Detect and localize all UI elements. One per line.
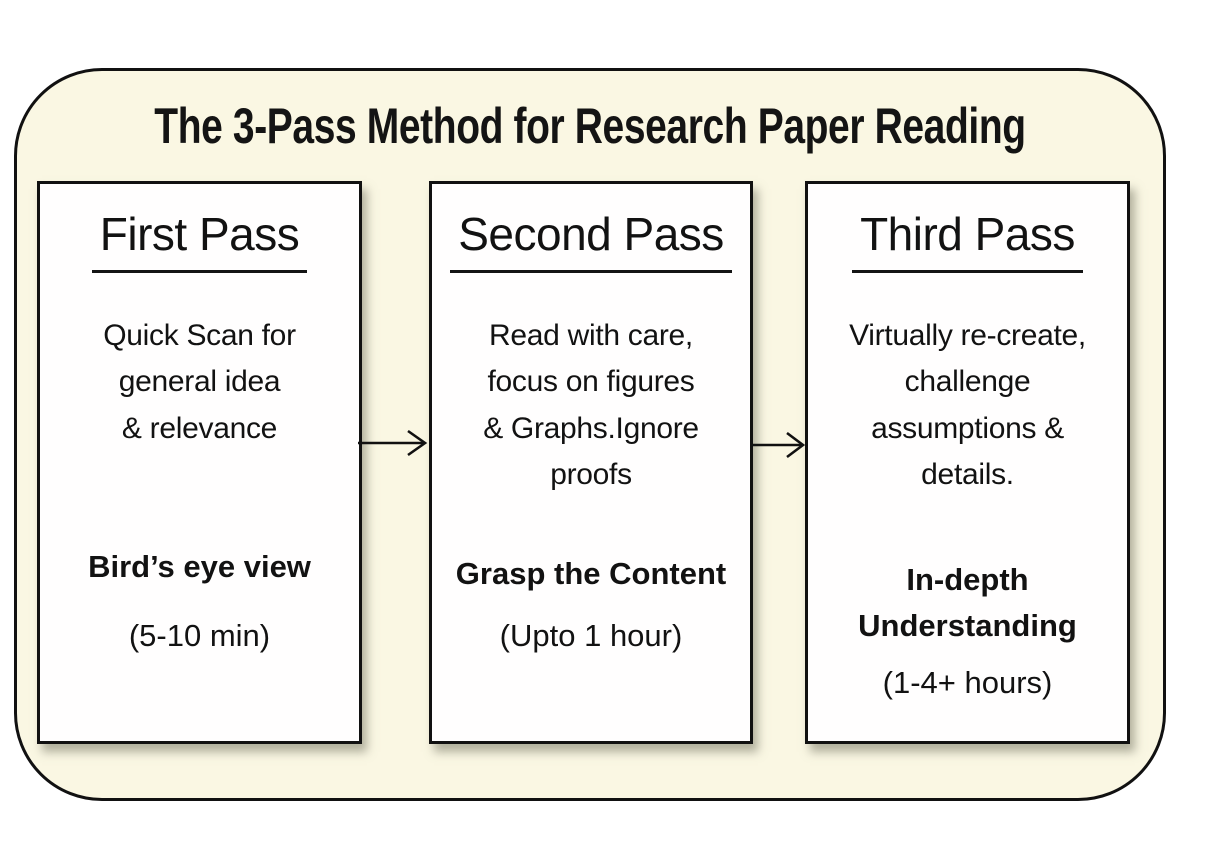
- pass-duration-third: (1-4+ hours): [882, 664, 1053, 700]
- pass-outcome-second: Grasp the Content: [455, 555, 727, 591]
- pass-heading-third: Third Pass: [852, 208, 1083, 273]
- pass-description-second: Read with care, focus on figures & Graph…: [483, 318, 699, 492]
- pass-heading-second: Second Pass: [450, 208, 732, 273]
- diagram-title: The 3-Pass Method for Research Paper Rea…: [154, 98, 1026, 154]
- pass-duration-first: (5-10 min): [128, 617, 271, 653]
- pass-outcome-first: Bird’s eye view: [88, 549, 311, 585]
- arrow-first-to-second-icon: [358, 429, 428, 457]
- pass-description-third: Virtually re-create, challenge assumptio…: [849, 318, 1086, 492]
- pass-box-third: Third Pass Virtually re-create, challeng…: [805, 181, 1130, 744]
- pass-outcome-third: In-depth Understanding: [858, 561, 1077, 644]
- pass-box-second: Second Pass Read with care, focus on fig…: [429, 181, 753, 744]
- arrow-second-to-third-icon: [751, 431, 806, 459]
- pass-heading-first: First Pass: [91, 208, 308, 273]
- pass-duration-second: (Upto 1 hour): [499, 618, 683, 654]
- pass-description-first: Quick Scan for general idea & relevance: [103, 318, 296, 445]
- pass-box-first: First Pass Quick Scan for general idea &…: [37, 181, 362, 744]
